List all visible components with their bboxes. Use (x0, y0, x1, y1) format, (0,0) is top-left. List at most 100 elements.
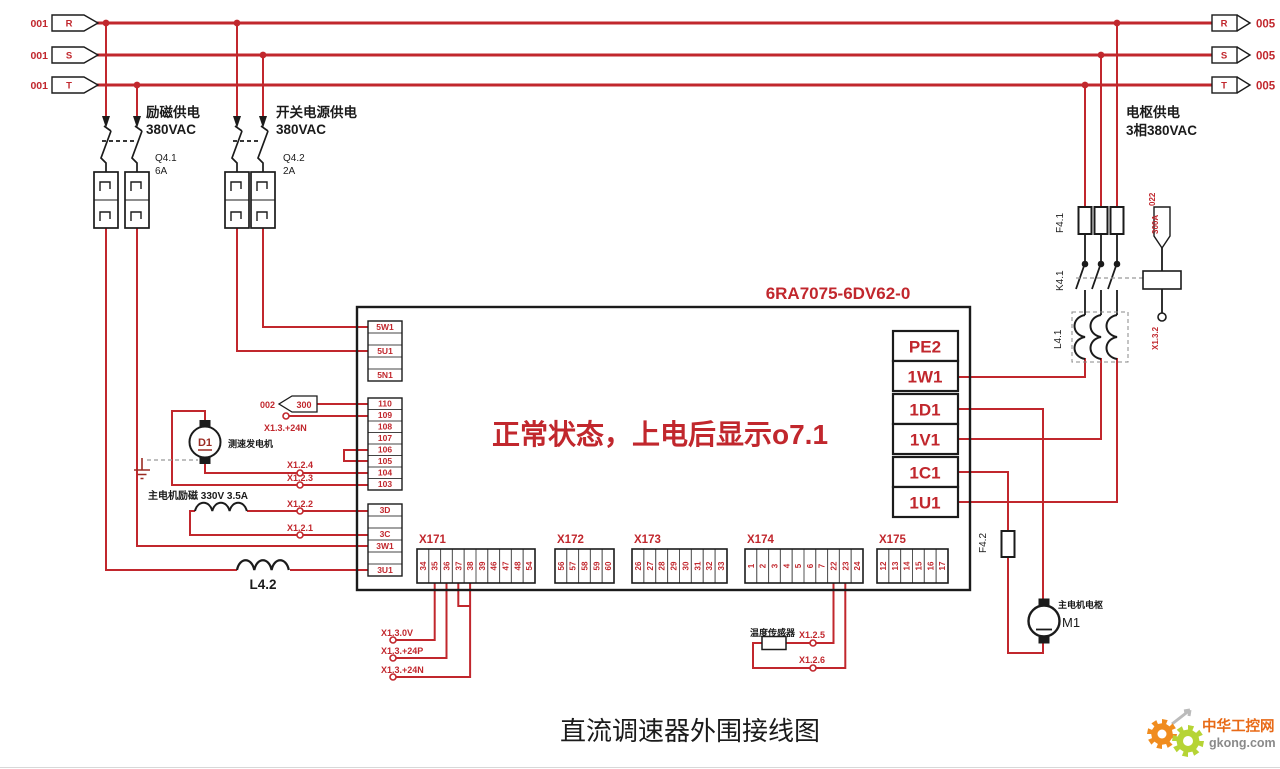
pin-label: 27 (646, 561, 655, 570)
pin-label: 29 (670, 561, 679, 570)
label-x123: X1.2.3 (287, 473, 313, 483)
field-inductor-icon (194, 501, 248, 512)
wire-1c1-to-f42 (958, 471, 1009, 531)
terminal-box (1211, 46, 1238, 64)
pin-label: 54 (525, 561, 534, 570)
arrow-icon (259, 116, 267, 128)
breaker-q41 (93, 116, 150, 229)
wire-l41-to-1w1 (958, 358, 1086, 378)
wire-l41-to-1u1 (958, 358, 1118, 503)
motor-tab (1038, 598, 1050, 607)
wire-fuse-contactor (1084, 234, 1118, 262)
terminal-rings (282, 412, 817, 681)
pin-label: 57 (569, 561, 578, 570)
wire-q42-to-5w1 (262, 228, 368, 328)
strip-name: X171 (419, 534, 446, 546)
label-device_model: 6RA7075-6DV62-0 (766, 284, 911, 303)
bus-phase-label: T (1221, 81, 1227, 92)
terminal-box (1211, 14, 1238, 32)
label-x130v: X1.3.0V (381, 628, 413, 638)
label-x122: X1.2.2 (287, 499, 313, 509)
terminal-cell (367, 551, 403, 565)
terminal-cell (367, 332, 403, 346)
terminal-ring (296, 469, 304, 477)
pin-label: 28 (658, 561, 667, 570)
pin-label: 24 (853, 561, 862, 570)
terminal-label: 107 (378, 433, 392, 443)
reactor-l41 (1071, 311, 1129, 363)
label-tacho_label: 测速发电机 (228, 438, 273, 449)
terminal-strip-border (876, 548, 949, 584)
arrow-icon (102, 116, 110, 128)
pin-label: 59 (592, 561, 601, 570)
label-tacho_ref: D1 (198, 437, 212, 449)
label-ref_002: 002 (260, 400, 275, 410)
bus-ref-label: 005 (1256, 19, 1276, 31)
pin-label: 14 (903, 561, 912, 570)
junction-dot (133, 81, 141, 89)
bus-ref-label: 001 (30, 80, 48, 92)
terminal-strips: 5W15U15N11101091081071061051041033D3C3W1… (367, 320, 960, 584)
switch-blade (257, 125, 269, 172)
pin-label: 34 (419, 561, 428, 570)
motor-tab (1038, 635, 1050, 644)
switch-blade (131, 125, 143, 172)
label-reactor1_ref: L4.1 (1053, 329, 1064, 349)
terminal-label: 5U1 (377, 346, 393, 356)
label-x121: X1.2.1 (287, 523, 313, 533)
red-wires (105, 23, 1118, 678)
junction-dot (1097, 51, 1105, 59)
arrow-icon (233, 116, 241, 128)
label-x1324p: X1.3.+24P (381, 646, 423, 656)
strip-name: X172 (557, 534, 584, 546)
ref-arrow-tag (277, 395, 318, 413)
bus-phase-label: T (66, 81, 72, 92)
fuse-f42-icon (1000, 530, 1016, 558)
pin-label: 12 (879, 561, 888, 570)
motor-m1 (1027, 598, 1061, 644)
black-wires (1084, 234, 1163, 315)
terminal-label: 109 (378, 410, 392, 420)
pin-label: 60 (604, 561, 613, 570)
chevron-right-icon (1236, 76, 1252, 94)
pin-label: 30 (681, 561, 690, 570)
pin-label: 48 (513, 561, 522, 570)
terminal-arrow-icon (51, 46, 100, 64)
wire-1d1-to-motor (958, 408, 1044, 600)
label-motor_ref: M1 (1062, 615, 1080, 630)
terminal-cell (367, 515, 403, 529)
terminal-label: 3D (380, 505, 391, 515)
label-x125: X1.2.5 (799, 630, 825, 640)
terminal-label: 105 (378, 456, 392, 466)
terminal-cell (891, 359, 960, 393)
drive-box (355, 305, 972, 592)
terminal-ring (296, 531, 304, 539)
terminal-label: 103 (378, 479, 392, 489)
label-status_note: 正常状态，上电后显示o7.1 (492, 419, 828, 450)
terminal-label: 3W1 (376, 541, 394, 551)
pin-label: 38 (466, 561, 475, 570)
junction-dot (1081, 81, 1089, 89)
strip-name: X173 (634, 534, 661, 546)
motor-tab (199, 457, 211, 464)
label-fuse2_ref: F4.2 (978, 533, 989, 553)
wire-q41-to-l42 (105, 228, 237, 571)
wire-pin36-24p (396, 583, 448, 659)
terminal-cell (891, 392, 960, 426)
label-x1324n: X1.3.+24N (381, 665, 424, 675)
terminal-ring (282, 412, 290, 420)
strip-name: X175 (879, 534, 906, 546)
label-breaker2_rating: 2A (283, 166, 296, 177)
terminal-cell (891, 329, 960, 363)
motor-circle (1027, 604, 1061, 638)
label-switching_supply: 开关电源供电 (276, 104, 357, 120)
pin-label: 46 (490, 561, 499, 570)
tacho-circle (188, 425, 222, 459)
terminal-ring (809, 664, 817, 672)
label-ref_300: 300 (296, 400, 311, 410)
